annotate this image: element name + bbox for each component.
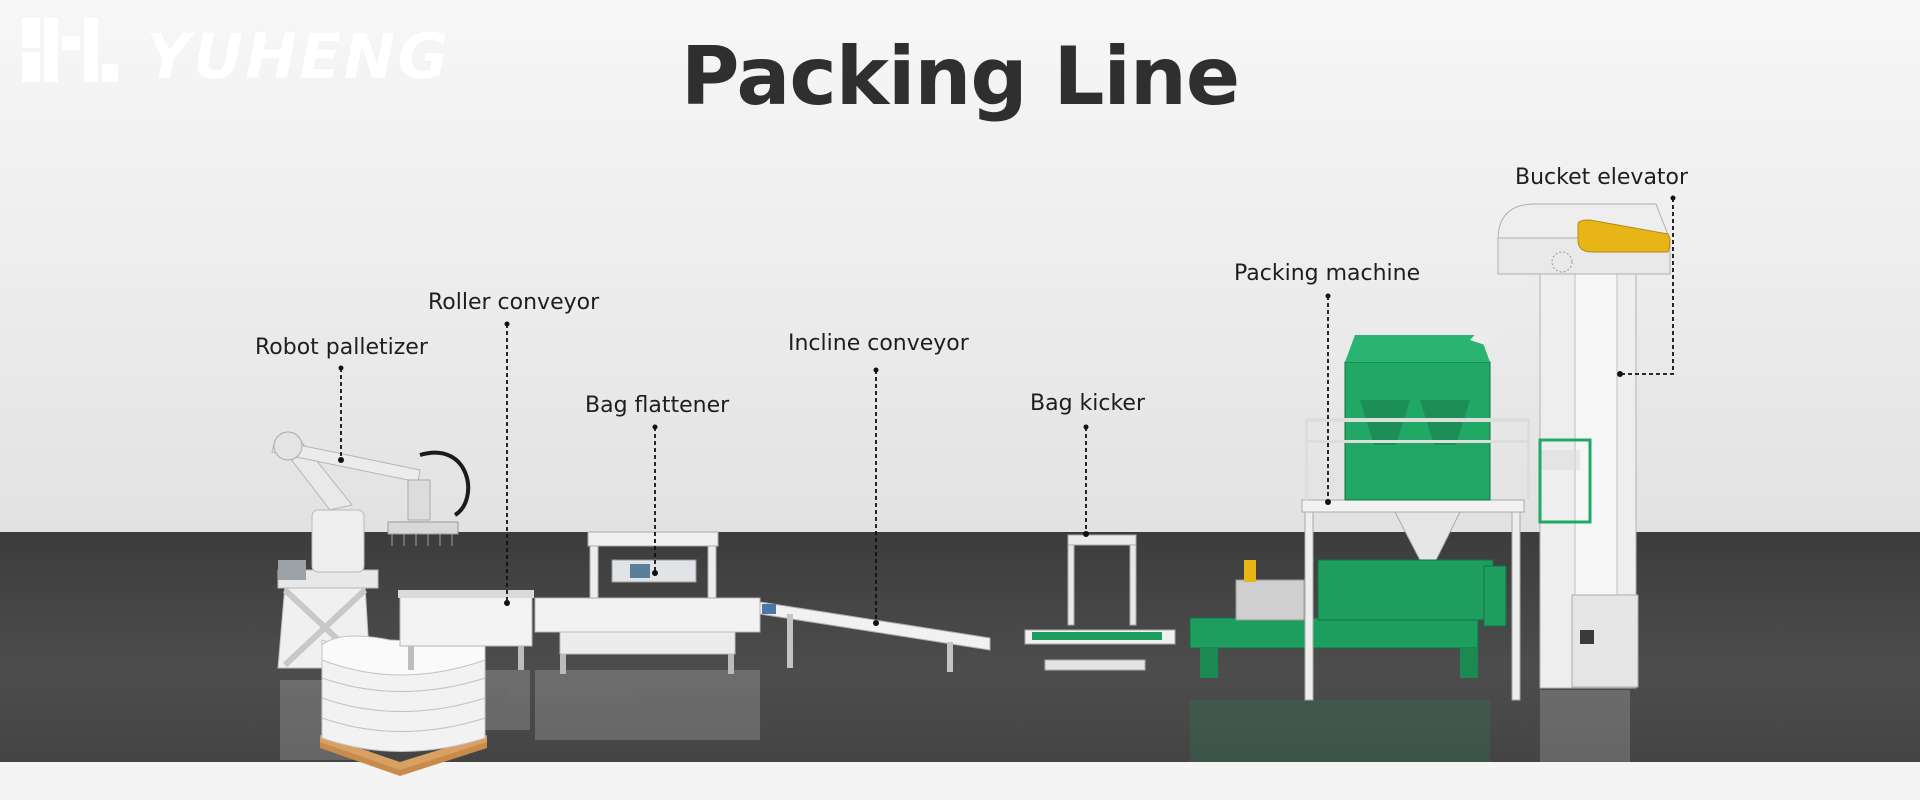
brand-logo: YUHENG bbox=[22, 14, 448, 93]
label-bag-flattener: Bag flattener bbox=[585, 393, 730, 418]
label-packing-machine: Packing machine bbox=[1234, 261, 1421, 286]
bottom-strip bbox=[0, 762, 1920, 800]
label-bucket-elevator: Bucket elevator bbox=[1515, 165, 1689, 190]
packing-machine-unit bbox=[1189, 335, 1530, 701]
bag-flattener-machine bbox=[534, 531, 761, 674]
label-robot-palletizer: Robot palletizer bbox=[255, 335, 428, 360]
roller-conveyor-machine bbox=[398, 590, 534, 670]
label-roller-conveyor: Roller conveyor bbox=[428, 290, 600, 315]
incline-conveyor-machine bbox=[759, 601, 991, 672]
leader-lines bbox=[338, 195, 1676, 626]
page-title: Packing Line bbox=[680, 30, 1240, 123]
brand-name: YUHENG bbox=[146, 20, 451, 93]
label-bag-kicker: Bag kicker bbox=[1030, 391, 1146, 416]
bag-kicker-machine bbox=[1024, 534, 1176, 671]
bucket-elevator-leader bbox=[1620, 198, 1674, 375]
label-incline-conveyor: Incline conveyor bbox=[788, 331, 969, 356]
logo-mark-icon bbox=[22, 18, 118, 82]
robot-palletizer-machine bbox=[271, 431, 471, 669]
pallet-with-bags bbox=[320, 635, 487, 776]
bucket-elevator-machine bbox=[1470, 203, 1671, 689]
